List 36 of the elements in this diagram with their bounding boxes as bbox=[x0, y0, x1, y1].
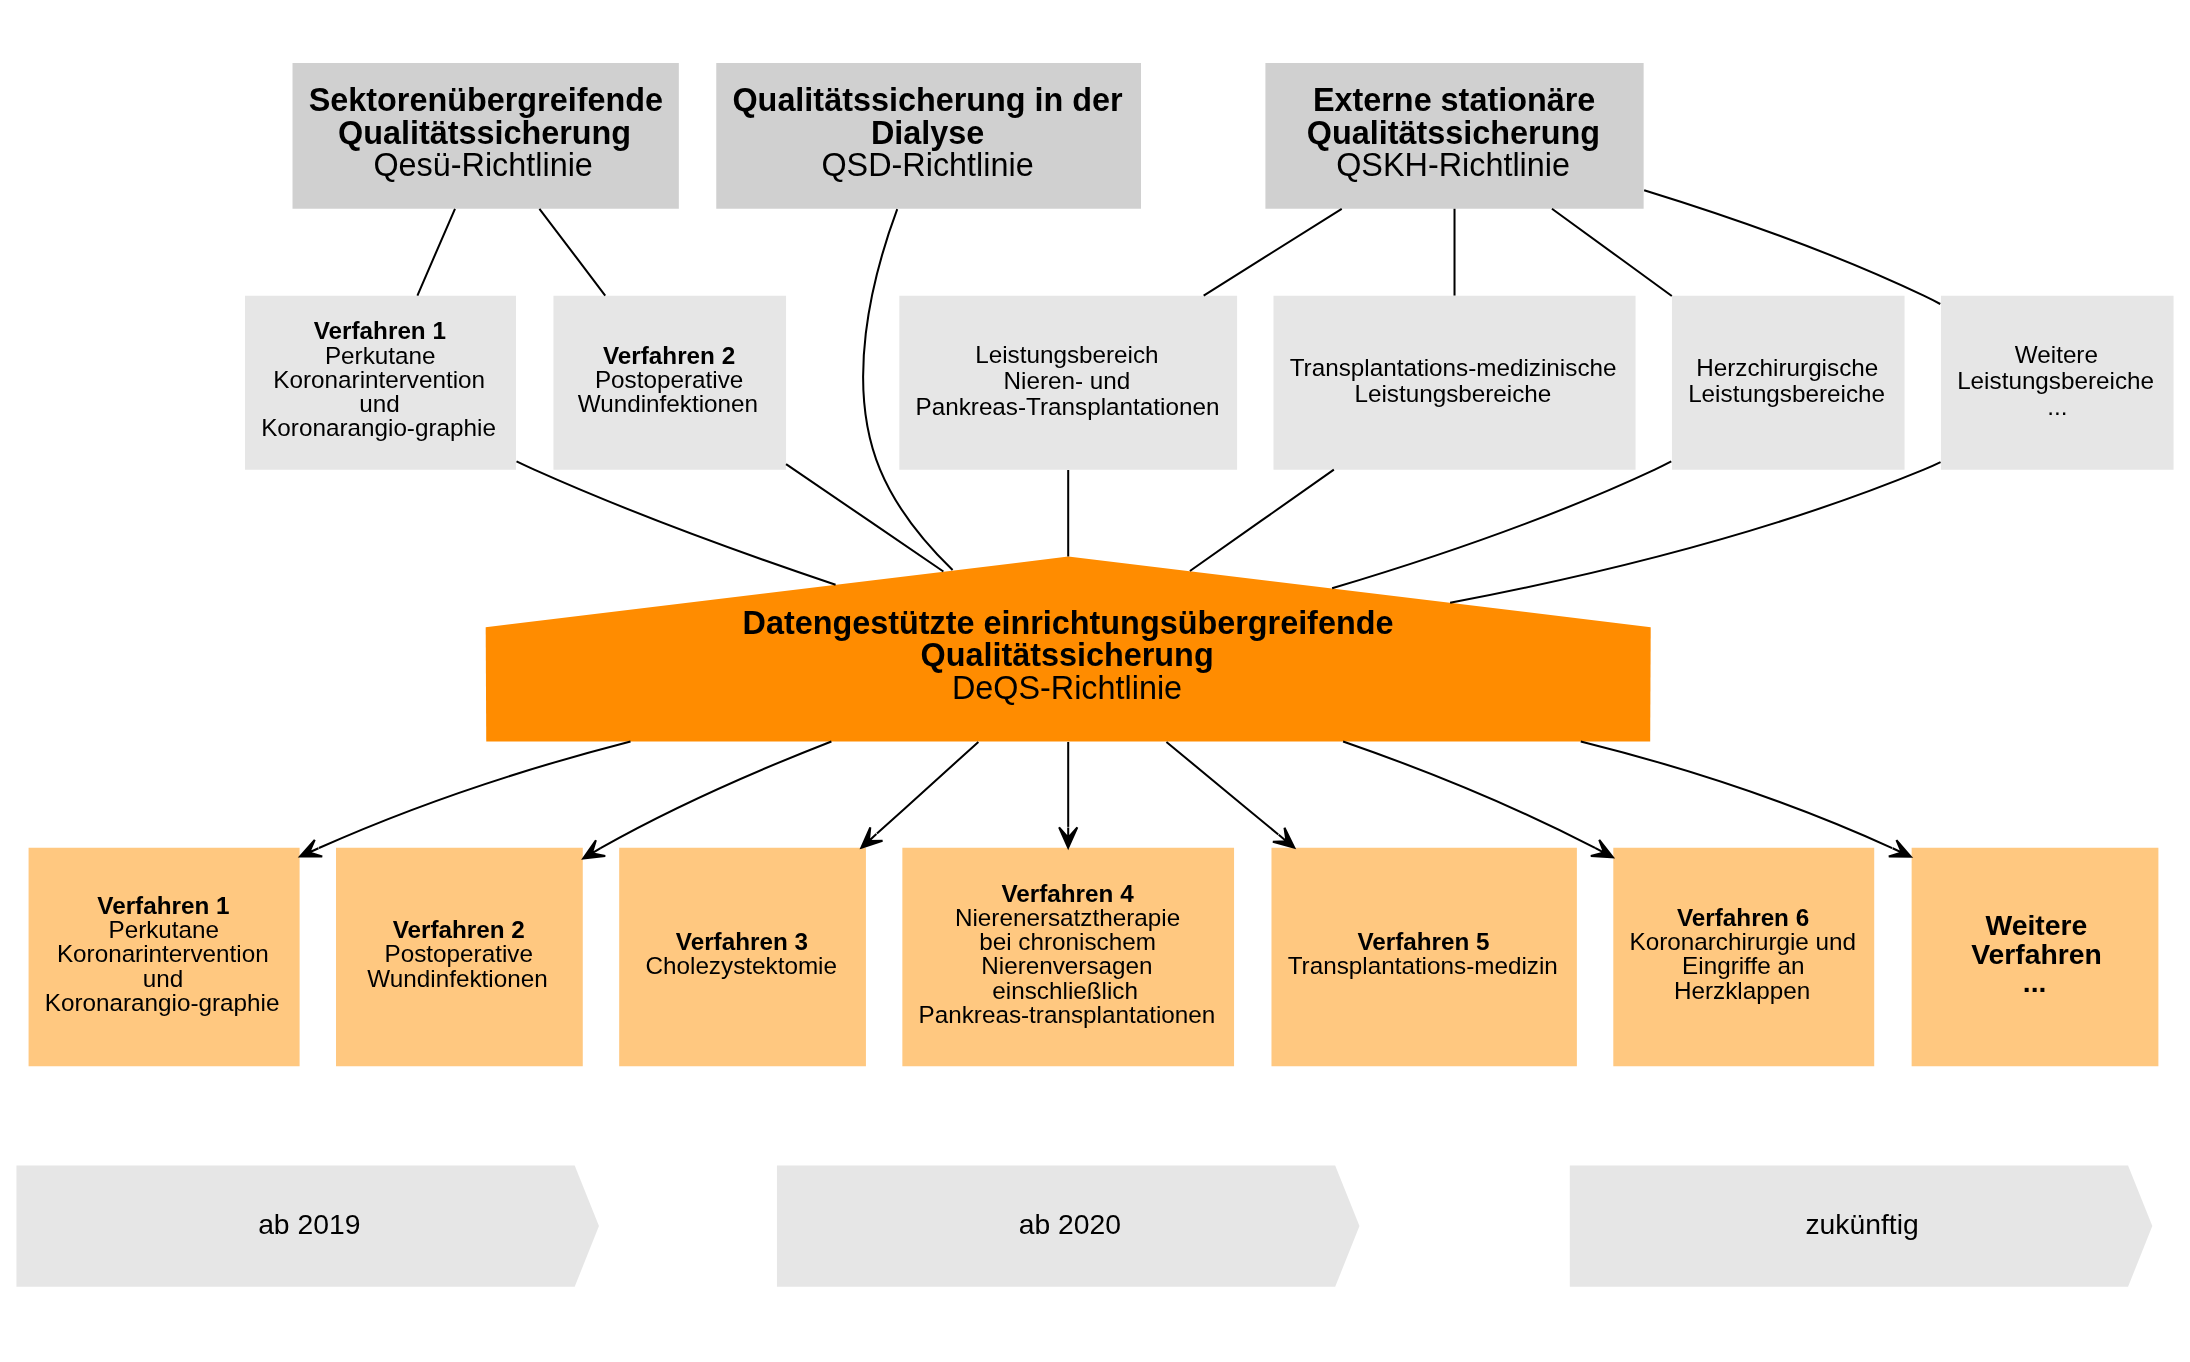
connector bbox=[1643, 189, 1941, 305]
node-box: Verfahren 1 Perkutane Koronarintervention und Koronarangio-graphie bbox=[28, 847, 300, 1067]
connector bbox=[862, 208, 954, 571]
node-box: Verfahren 3 Cholezystektomie bbox=[619, 847, 866, 1067]
arrow bbox=[1165, 741, 1296, 849]
node-box: Weitere Leistungsbereiche ... bbox=[1940, 295, 2174, 470]
connector bbox=[516, 460, 836, 586]
connector bbox=[1551, 207, 1673, 297]
node-box: Verfahren 1 Perkutane Koronarintervention und Koronarangio-graphie bbox=[245, 295, 517, 470]
arrow bbox=[860, 741, 980, 849]
arrow bbox=[1058, 741, 1079, 849]
node-box: Verfahren 5 Transplantations-medizin bbox=[1271, 847, 1577, 1067]
connector bbox=[416, 208, 456, 296]
connector bbox=[1453, 208, 1456, 296]
connector bbox=[1331, 460, 1672, 590]
connector bbox=[538, 208, 606, 297]
connector bbox=[1189, 468, 1335, 572]
connector bbox=[1203, 207, 1343, 297]
node-box: Qualitätssicherung in der Dialyse QSD-Richtlinie bbox=[716, 63, 1141, 209]
node-box: Leistungsbereich Nieren- und Pankreas-Transplantationen bbox=[899, 295, 1238, 470]
node-box: Verfahren 2 Postoperative Wundinfektionen bbox=[553, 295, 787, 470]
node-box: Verfahren 6 Koronarchirurgie und Eingriffe an Herzklappen bbox=[1613, 847, 1875, 1067]
node-box: Sektorenübergreifende Qualitätssicherung Qesü-Richtlinie bbox=[292, 63, 679, 209]
arrow bbox=[299, 740, 631, 858]
connector bbox=[1067, 470, 1070, 557]
node-box: Verfahren 4 Nierenersatztherapie bei chronischem Nierenversagen einschließlich Pankreas-transplantationen bbox=[902, 847, 1235, 1067]
node-box: Herzchirurgische Leistungsbereiche bbox=[1671, 295, 1905, 470]
node-box: Externe stationäre Qualitätssicherung QSKH-Richtlinie bbox=[1265, 63, 1644, 209]
connector bbox=[1449, 461, 1941, 604]
arrow bbox=[1342, 740, 1614, 859]
connector bbox=[785, 463, 944, 573]
node-box: Verfahren 2 Postoperative Wundinfektionen bbox=[336, 847, 583, 1067]
node-box: Weitere Verfahren ... bbox=[1911, 847, 2159, 1067]
arrow bbox=[582, 740, 832, 860]
node-box: Transplantations-medizinische Leistungsbereiche bbox=[1273, 295, 1636, 470]
arrow bbox=[1580, 740, 1912, 858]
